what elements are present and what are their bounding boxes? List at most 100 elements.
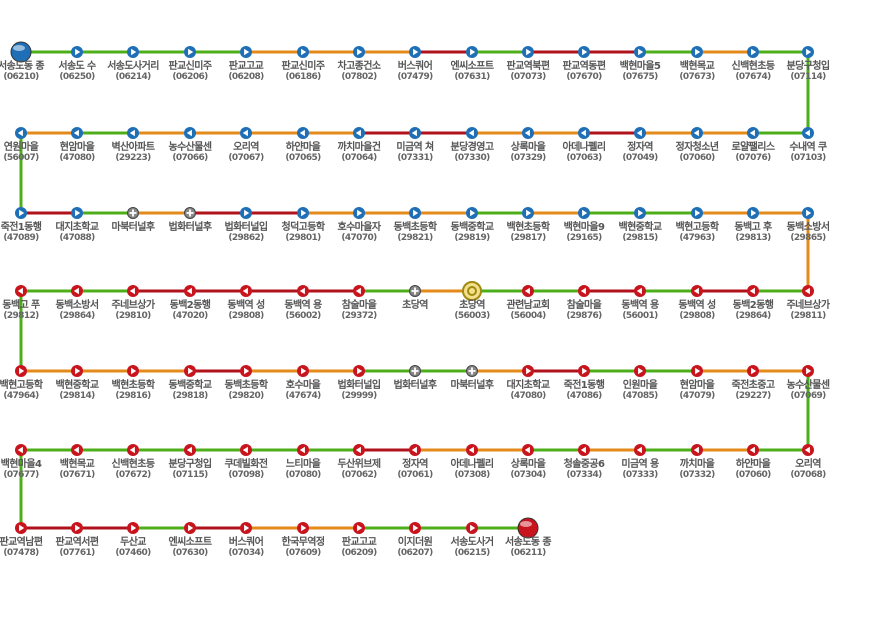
stop-arrow-right-icon[interactable] <box>409 207 421 219</box>
stop-arrow-right-icon[interactable] <box>71 46 83 58</box>
waypoint-plus-icon[interactable] <box>466 365 478 377</box>
stop-arrow-right-icon[interactable] <box>15 522 27 534</box>
stop-arrow-right-icon[interactable] <box>747 46 759 58</box>
turnaround-icon[interactable] <box>462 281 482 301</box>
stop-arrow-right-icon[interactable] <box>691 207 703 219</box>
stop-arrow-left-icon[interactable] <box>353 444 365 456</box>
stop-arrow-right-icon[interactable] <box>522 46 534 58</box>
waypoint-plus-icon[interactable] <box>409 285 421 297</box>
stop-arrow-left-icon[interactable] <box>747 285 759 297</box>
stop-arrow-right-icon[interactable] <box>466 46 478 58</box>
stop-arrow-left-icon[interactable] <box>522 127 534 139</box>
waypoint-plus-icon[interactable] <box>127 207 139 219</box>
stop-arrow-right-icon[interactable] <box>184 365 196 377</box>
stop-arrow-right-icon[interactable] <box>634 365 646 377</box>
stop-arrow-left-icon[interactable] <box>127 285 139 297</box>
stop-arrow-left-icon[interactable] <box>127 127 139 139</box>
stop-arrow-right-icon[interactable] <box>802 46 814 58</box>
stop-arrow-left-icon[interactable] <box>802 127 814 139</box>
stop-arrow-right-icon[interactable] <box>240 46 252 58</box>
stop-arrow-right-icon[interactable] <box>466 522 478 534</box>
stop-arrow-right-icon[interactable] <box>240 365 252 377</box>
stop-arrow-right-icon[interactable] <box>522 365 534 377</box>
stop-arrow-left-icon[interactable] <box>578 127 590 139</box>
stop-arrow-right-icon[interactable] <box>353 365 365 377</box>
stop-arrow-left-icon[interactable] <box>71 127 83 139</box>
stop-arrow-left-icon[interactable] <box>353 127 365 139</box>
waypoint-plus-icon[interactable] <box>409 365 421 377</box>
stop-arrow-right-icon[interactable] <box>747 365 759 377</box>
stop-arrow-left-icon[interactable] <box>15 285 27 297</box>
stop-arrow-right-icon[interactable] <box>297 46 309 58</box>
stop-arrow-right-icon[interactable] <box>184 522 196 534</box>
stop-arrow-left-icon[interactable] <box>71 444 83 456</box>
terminus-end-icon[interactable] <box>517 517 539 539</box>
stop-arrow-left-icon[interactable] <box>297 127 309 139</box>
stop-arrow-right-icon[interactable] <box>71 207 83 219</box>
stop-arrow-left-icon[interactable] <box>184 127 196 139</box>
stop-arrow-left-icon[interactable] <box>802 444 814 456</box>
stop-arrow-left-icon[interactable] <box>409 444 421 456</box>
stop-arrow-right-icon[interactable] <box>353 207 365 219</box>
stop-arrow-left-icon[interactable] <box>634 127 646 139</box>
stop-arrow-left-icon[interactable] <box>466 444 478 456</box>
stop-arrow-right-icon[interactable] <box>15 207 27 219</box>
stop-arrow-right-icon[interactable] <box>802 207 814 219</box>
stop-arrow-right-icon[interactable] <box>15 365 27 377</box>
stop-arrow-left-icon[interactable] <box>71 285 83 297</box>
stop-arrow-right-icon[interactable] <box>297 207 309 219</box>
stop-arrow-left-icon[interactable] <box>747 444 759 456</box>
waypoint-plus-icon[interactable] <box>184 207 196 219</box>
stop-arrow-left-icon[interactable] <box>15 444 27 456</box>
stop-arrow-right-icon[interactable] <box>578 207 590 219</box>
stop-arrow-left-icon[interactable] <box>240 285 252 297</box>
stop-arrow-right-icon[interactable] <box>802 365 814 377</box>
stop-arrow-left-icon[interactable] <box>240 127 252 139</box>
stop-arrow-right-icon[interactable] <box>409 46 421 58</box>
stop-arrow-right-icon[interactable] <box>184 46 196 58</box>
stop-arrow-right-icon[interactable] <box>691 365 703 377</box>
stop-arrow-left-icon[interactable] <box>297 285 309 297</box>
stop-arrow-left-icon[interactable] <box>634 444 646 456</box>
stop-arrow-left-icon[interactable] <box>691 127 703 139</box>
stop-arrow-right-icon[interactable] <box>297 365 309 377</box>
stop-arrow-right-icon[interactable] <box>466 207 478 219</box>
stop-arrow-left-icon[interactable] <box>184 444 196 456</box>
stop-arrow-right-icon[interactable] <box>409 522 421 534</box>
stop-arrow-left-icon[interactable] <box>297 444 309 456</box>
stop-arrow-left-icon[interactable] <box>127 444 139 456</box>
stop-arrow-right-icon[interactable] <box>634 46 646 58</box>
stop-arrow-left-icon[interactable] <box>409 127 421 139</box>
stop-arrow-right-icon[interactable] <box>578 46 590 58</box>
stop-arrow-left-icon[interactable] <box>691 285 703 297</box>
stop-arrow-left-icon[interactable] <box>578 285 590 297</box>
stop-arrow-left-icon[interactable] <box>634 285 646 297</box>
stop-arrow-right-icon[interactable] <box>240 522 252 534</box>
stop-arrow-left-icon[interactable] <box>522 285 534 297</box>
stop-arrow-right-icon[interactable] <box>634 207 646 219</box>
terminus-start-icon[interactable] <box>10 41 32 63</box>
stop-arrow-right-icon[interactable] <box>127 365 139 377</box>
stop-arrow-right-icon[interactable] <box>71 365 83 377</box>
stop-arrow-left-icon[interactable] <box>578 444 590 456</box>
stop-arrow-right-icon[interactable] <box>127 46 139 58</box>
stop-arrow-right-icon[interactable] <box>240 207 252 219</box>
stop-arrow-left-icon[interactable] <box>15 127 27 139</box>
stop-arrow-left-icon[interactable] <box>522 444 534 456</box>
stop-arrow-left-icon[interactable] <box>353 285 365 297</box>
stop-arrow-left-icon[interactable] <box>184 285 196 297</box>
stop-arrow-right-icon[interactable] <box>747 207 759 219</box>
stop-arrow-left-icon[interactable] <box>691 444 703 456</box>
stop-arrow-left-icon[interactable] <box>802 285 814 297</box>
stop-arrow-left-icon[interactable] <box>466 127 478 139</box>
stop-arrow-right-icon[interactable] <box>353 46 365 58</box>
stop-arrow-right-icon[interactable] <box>522 207 534 219</box>
stop-arrow-right-icon[interactable] <box>691 46 703 58</box>
stop-arrow-right-icon[interactable] <box>71 522 83 534</box>
stop-arrow-right-icon[interactable] <box>297 522 309 534</box>
stop-arrow-right-icon[interactable] <box>127 522 139 534</box>
stop-arrow-left-icon[interactable] <box>240 444 252 456</box>
stop-arrow-left-icon[interactable] <box>747 127 759 139</box>
stop-arrow-right-icon[interactable] <box>578 365 590 377</box>
stop-arrow-right-icon[interactable] <box>353 522 365 534</box>
